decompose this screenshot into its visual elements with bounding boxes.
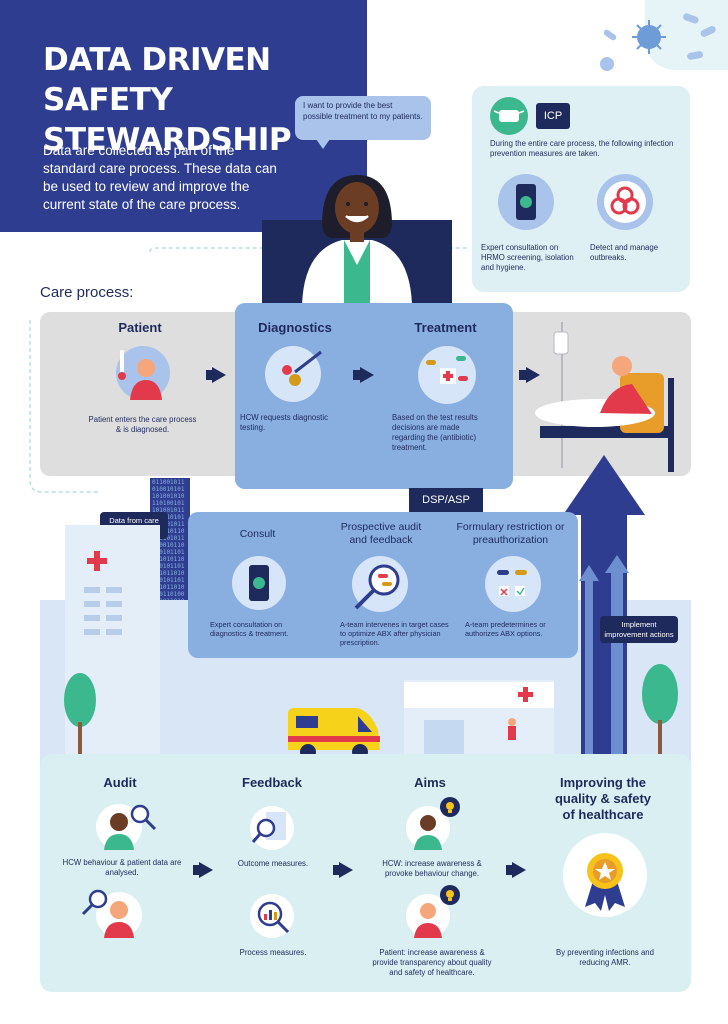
page-title: DATA DRIVEN SAFETY STEWARDSHIP (43, 42, 292, 158)
flow-arrow (206, 370, 214, 380)
magnifier-pills-icon (352, 556, 408, 612)
dsp-item-title: Prospective audit and feedback (340, 521, 422, 546)
flow-arrow-head (360, 367, 374, 383)
flow-arrow-head (512, 862, 526, 878)
building-windows (84, 551, 122, 635)
magnifier-icon (81, 889, 108, 916)
phone-icon (498, 174, 554, 230)
magnifier-icon (130, 804, 157, 831)
aims-title: Aims (414, 775, 446, 790)
chart-magnifier-icon (250, 894, 294, 938)
step-title: Treatment (414, 320, 477, 335)
aims-hcw-text: HCW: increase awareness & provoke behavi… (382, 859, 482, 878)
patient-avatar-icon (406, 894, 450, 938)
icp-item-text: Expert consultation on HRMO screening, i… (481, 243, 574, 272)
aims-patient-text: Patient: increase awareness & provide tr… (372, 948, 492, 977)
step-text: Patient enters the care process & is dia… (88, 415, 197, 434)
dsp-asp-label: DSP/ASP (409, 488, 483, 512)
step-title: Diagnostics (258, 320, 332, 335)
lightbulb-icon (440, 885, 460, 905)
patient-thermometer-icon (116, 346, 170, 400)
doctor-illustration (262, 175, 452, 310)
medal-icon (563, 833, 647, 917)
improving-text: By preventing infections and reducing AM… (556, 948, 654, 967)
step-text: Based on the test results decisions are … (392, 413, 478, 452)
document-magnifier-icon (250, 806, 294, 850)
face-mask-icon (490, 97, 528, 135)
dsp-item-title: Formulary restriction or preauthorizatio… (456, 521, 565, 546)
dsp-item-text: A-team predetermines or authorizes ABX o… (465, 620, 546, 639)
flow-arrow-head (339, 862, 353, 878)
dsp-item-text: Expert consultation on diagnostics & tre… (210, 620, 289, 639)
speech-bubble: I want to provide the best possible trea… (295, 96, 431, 140)
pills-icon (418, 346, 476, 404)
tree-right (642, 664, 678, 756)
implement-actions-tag: Implement improvement actions (600, 616, 678, 643)
flow-arrow (333, 865, 341, 875)
icp-item-text: Detect and manage outbreaks. (590, 243, 659, 262)
feedback-title: Feedback (242, 775, 302, 790)
flow-arrow (506, 865, 514, 875)
icp-label: ICP (536, 103, 570, 129)
speech-bubble-tail (316, 139, 330, 149)
flow-arrow-head (526, 367, 540, 383)
dsp-item-text: A-team intervenes in target cases to opt… (340, 620, 449, 648)
biohazard-icon (597, 174, 653, 230)
dsp-item-title: Consult (239, 528, 276, 540)
flow-arrow-head (199, 862, 213, 878)
virus-pill-icon (600, 13, 716, 71)
checklist-pills-icon (485, 556, 541, 612)
improvement-arrow-up (563, 455, 645, 755)
step-text: HCW requests diagnostic testing. (240, 413, 328, 432)
intro-text: Data are collected as part of the standa… (43, 143, 277, 212)
flow-arrow-head (212, 367, 226, 383)
icp-description: During the entire care process, the foll… (490, 139, 674, 158)
care-process-label: Care process: (40, 284, 134, 301)
hospital-bed-illustration (535, 322, 674, 472)
improving-title: Improving the quality & safety of health… (554, 775, 652, 822)
feedback-process-text: Process measures. (239, 948, 307, 957)
feedback-outcome-text: Outcome measures. (237, 859, 309, 868)
phone-icon (232, 556, 286, 610)
petri-dish-icon (265, 346, 322, 402)
audit-title: Audit (103, 775, 137, 790)
tree-left (64, 673, 96, 756)
dashed-connector (29, 247, 470, 493)
lightbulb-icon (440, 797, 460, 817)
step-title: Patient (118, 320, 162, 335)
flow-arrow (519, 370, 527, 380)
audit-text: HCW behaviour & patient data are analyse… (62, 858, 182, 877)
flow-arrow (193, 865, 201, 875)
flow-arrow (353, 370, 361, 380)
